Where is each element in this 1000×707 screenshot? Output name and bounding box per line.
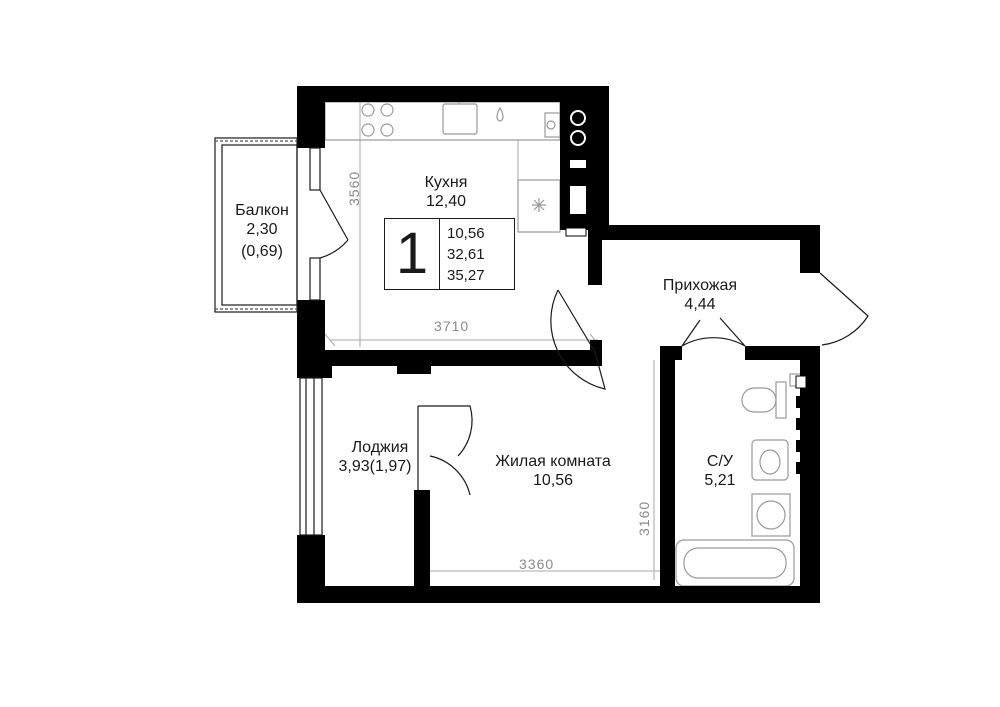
sink-icon: [442, 103, 478, 135]
loggia-name: Лоджия: [351, 439, 409, 456]
hallway-name: Прихожая: [662, 277, 738, 294]
hob-icon: [361, 103, 375, 117]
toilet-icon: [741, 387, 777, 413]
bathroom-name: С/У: [706, 453, 734, 470]
hallway-area: 4,44: [684, 296, 716, 313]
living-width-dimension: 3360: [519, 556, 555, 572]
vent-shafts: [795, 375, 820, 474]
balcony-door: [319, 189, 349, 259]
kitchen-width-dimension: 3710: [434, 318, 470, 334]
living-room-area: 10,56: [532, 472, 574, 489]
entrance-door: [819, 272, 869, 346]
rooms-count: 1: [385, 219, 440, 289]
living-depth-dimension: 3160: [636, 500, 652, 536]
kitchen-name: Кухня: [424, 174, 468, 191]
bathroom-door: [681, 317, 746, 347]
riser-column: [560, 102, 596, 237]
loggia-area: 3,93(1,97): [338, 458, 412, 475]
living-area-value: 10,56: [447, 225, 485, 242]
kitchen-area: 12,40: [425, 193, 467, 210]
balcony-name: Балкон: [235, 202, 289, 219]
loggia-window: [299, 377, 323, 536]
dimension-lines: [324, 102, 662, 580]
balcony-area: 2,30: [246, 221, 278, 238]
loggia-door: [417, 405, 473, 496]
kitchen-window: [309, 147, 321, 301]
apartment-badge: 1 10,56 32,61 35,27: [384, 218, 515, 290]
bathroom-area: 5,21: [704, 472, 736, 489]
bathroom-fixtures: [675, 373, 803, 587]
doors: [319, 189, 869, 496]
washbasin-icon: [751, 439, 789, 481]
apartment-areas: 10,56 32,61 35,27: [447, 223, 485, 286]
total-area-value: 32,61: [447, 246, 485, 263]
washer-icon: [751, 493, 791, 537]
walls: [297, 86, 820, 603]
bathtub-icon: [675, 539, 795, 587]
living-door: [550, 289, 606, 390]
total-area-with-balcony-value: 35,27: [447, 267, 485, 284]
balcony-reduced-area: (0,69): [241, 243, 283, 260]
living-room-name: Жилая комната: [495, 453, 611, 470]
kitchen-depth-dimension: 3560: [346, 170, 362, 206]
balcony-structure: [214, 137, 298, 313]
